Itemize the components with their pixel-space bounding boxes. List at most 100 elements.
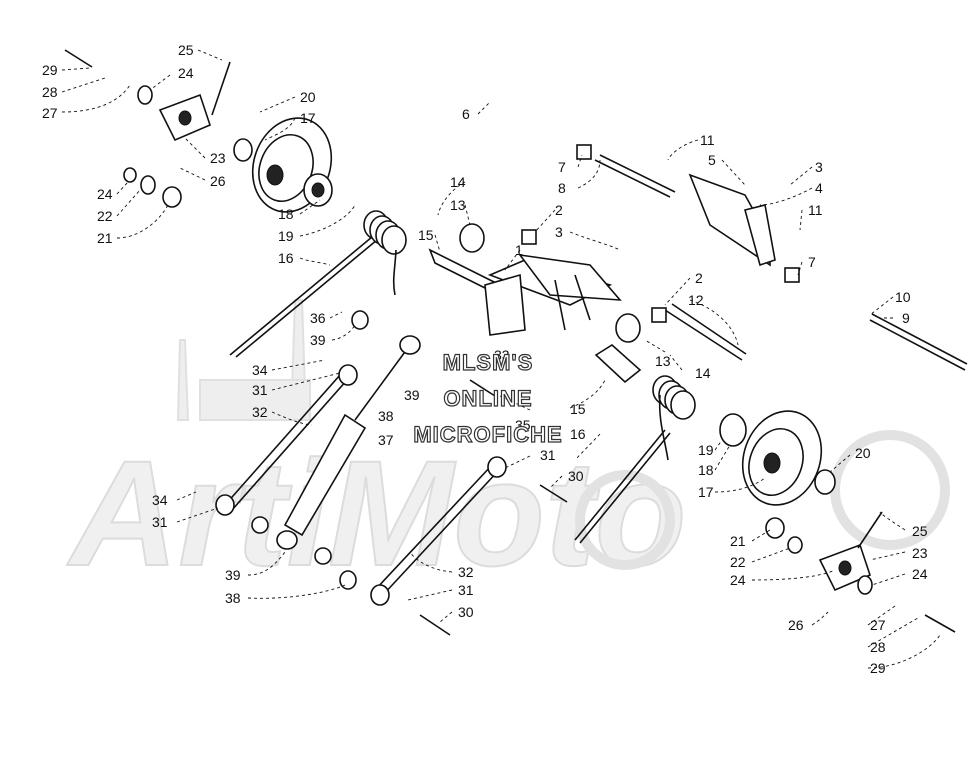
callout-7: 7: [558, 159, 566, 175]
callout-26: 26: [210, 173, 226, 189]
callout-29: 29: [42, 62, 58, 78]
bushing-right-20: [814, 469, 836, 495]
spacer-13-lower: [615, 313, 641, 343]
bolt-30-lower: [419, 614, 451, 636]
callout-22b: 22: [730, 554, 746, 570]
callout-24: 24: [178, 65, 194, 81]
callout-31: 31: [252, 382, 268, 398]
bolt-9: [869, 319, 966, 371]
callout-11: 11: [700, 132, 715, 148]
rod-left-16: [229, 231, 379, 356]
callout-31b: 31: [540, 447, 556, 463]
bushing-38-lower: [339, 570, 357, 590]
callout-38: 38: [378, 408, 394, 424]
callout-2: 2: [555, 202, 563, 218]
callout-21b: 21: [730, 533, 746, 549]
callout-36: 36: [310, 310, 326, 326]
callout-10: 10: [895, 289, 911, 305]
shaft-12: [664, 309, 743, 361]
callout-15b: 15: [570, 401, 586, 417]
bushing-arm-end: [215, 494, 235, 516]
callout-11b: 11: [808, 202, 823, 218]
bolt-29-right: [924, 614, 956, 633]
washer-22-left: [140, 175, 156, 195]
bolt-9-edge: [871, 313, 968, 365]
callout-20b: 20: [855, 445, 871, 461]
callout-6: 6: [462, 106, 470, 122]
spring-left: [363, 210, 407, 296]
bracket-23-right-hole: [838, 560, 852, 576]
callout-34b: 34: [152, 492, 168, 508]
adjuster-bolt-25-left: [211, 61, 231, 116]
idler-wheel-left-hub: [266, 164, 284, 186]
idler-wheel-right-hub: [763, 452, 781, 474]
shock-absorber-37: [283, 413, 367, 537]
axle-8: [594, 159, 671, 198]
arm-32-upper-edge: [231, 379, 348, 511]
callout-14: 14: [450, 174, 466, 190]
callouts: 29 28 27 25 24 20 17 23 26 24 22 21 18 1…: [42, 42, 928, 676]
washer-22-right: [787, 536, 803, 554]
callout-3: 3: [555, 224, 563, 240]
callout-39b: 39: [404, 387, 420, 403]
axle-8-edge: [599, 154, 676, 193]
callout-16b: 16: [570, 426, 586, 442]
callout-30: 30: [568, 468, 584, 484]
washer-24-left: [137, 85, 153, 105]
callout-24b: 24: [97, 186, 113, 202]
spring-right: [652, 375, 696, 461]
washer-24-left-b: [123, 167, 137, 183]
callout-18b: 18: [698, 462, 714, 478]
cap-21-right: [765, 517, 785, 539]
callout-8: 8: [558, 180, 566, 196]
callout-31d: 31: [458, 582, 474, 598]
callout-37: 37: [378, 432, 394, 448]
tube-15-lower: [594, 344, 642, 384]
washer-39-lower-b: [314, 547, 332, 565]
bolt-29-left: [64, 49, 93, 68]
bushing-arm-lower-top: [487, 456, 507, 478]
leader-lines: [61, 49, 941, 669]
bushing-left-20: [233, 138, 253, 162]
frame-1-plate: [484, 273, 526, 336]
callout-12: 12: [688, 292, 704, 308]
callout-26b: 26: [788, 617, 804, 633]
washer-24-right: [857, 575, 873, 595]
callout-25b: 25: [912, 523, 928, 539]
bracket-23-left-hole: [178, 110, 192, 126]
bushing-arm-lower-end: [370, 584, 390, 606]
shaft-12-edge: [671, 303, 747, 355]
bolt-30-upper: [539, 484, 568, 503]
rod-right-16-edge: [579, 432, 671, 544]
frame-1-arm: [518, 253, 622, 301]
callout-9: 9: [902, 310, 910, 326]
spacer-2-lower: [651, 307, 667, 323]
bushing-38-upper: [338, 364, 358, 386]
bushing-7-upper: [576, 144, 592, 160]
callout-29b: 29: [870, 660, 886, 676]
frame-1-leg-2: [574, 274, 591, 321]
bearing-right-18: [719, 413, 747, 447]
callout-39: 39: [310, 332, 326, 348]
callout-34: 34: [252, 362, 268, 378]
callout-38b: 38: [225, 590, 241, 606]
callout-33: 33: [494, 347, 510, 363]
shock-eye-upper: [399, 335, 421, 355]
callout-2b: 2: [695, 270, 703, 286]
frame-1-leg: [554, 279, 566, 331]
washer-39-upper: [351, 310, 369, 330]
adjuster-bolt-25-right: [857, 511, 883, 549]
spacer-2-upper: [521, 229, 537, 245]
callout-39c: 39: [225, 567, 241, 583]
callout-35: 35: [515, 417, 531, 433]
bracket-4-side: [744, 204, 776, 267]
watermark: MLSM'S ONLINE MICROFICHE: [413, 349, 563, 447]
callout-32: 32: [252, 404, 268, 420]
callout-27: 27: [42, 105, 58, 121]
callout-17b: 17: [698, 484, 714, 500]
callout-7b: 7: [808, 254, 816, 270]
callout-13: 13: [450, 197, 466, 213]
callout-19: 19: [278, 228, 294, 244]
cap-21-left: [162, 186, 182, 208]
